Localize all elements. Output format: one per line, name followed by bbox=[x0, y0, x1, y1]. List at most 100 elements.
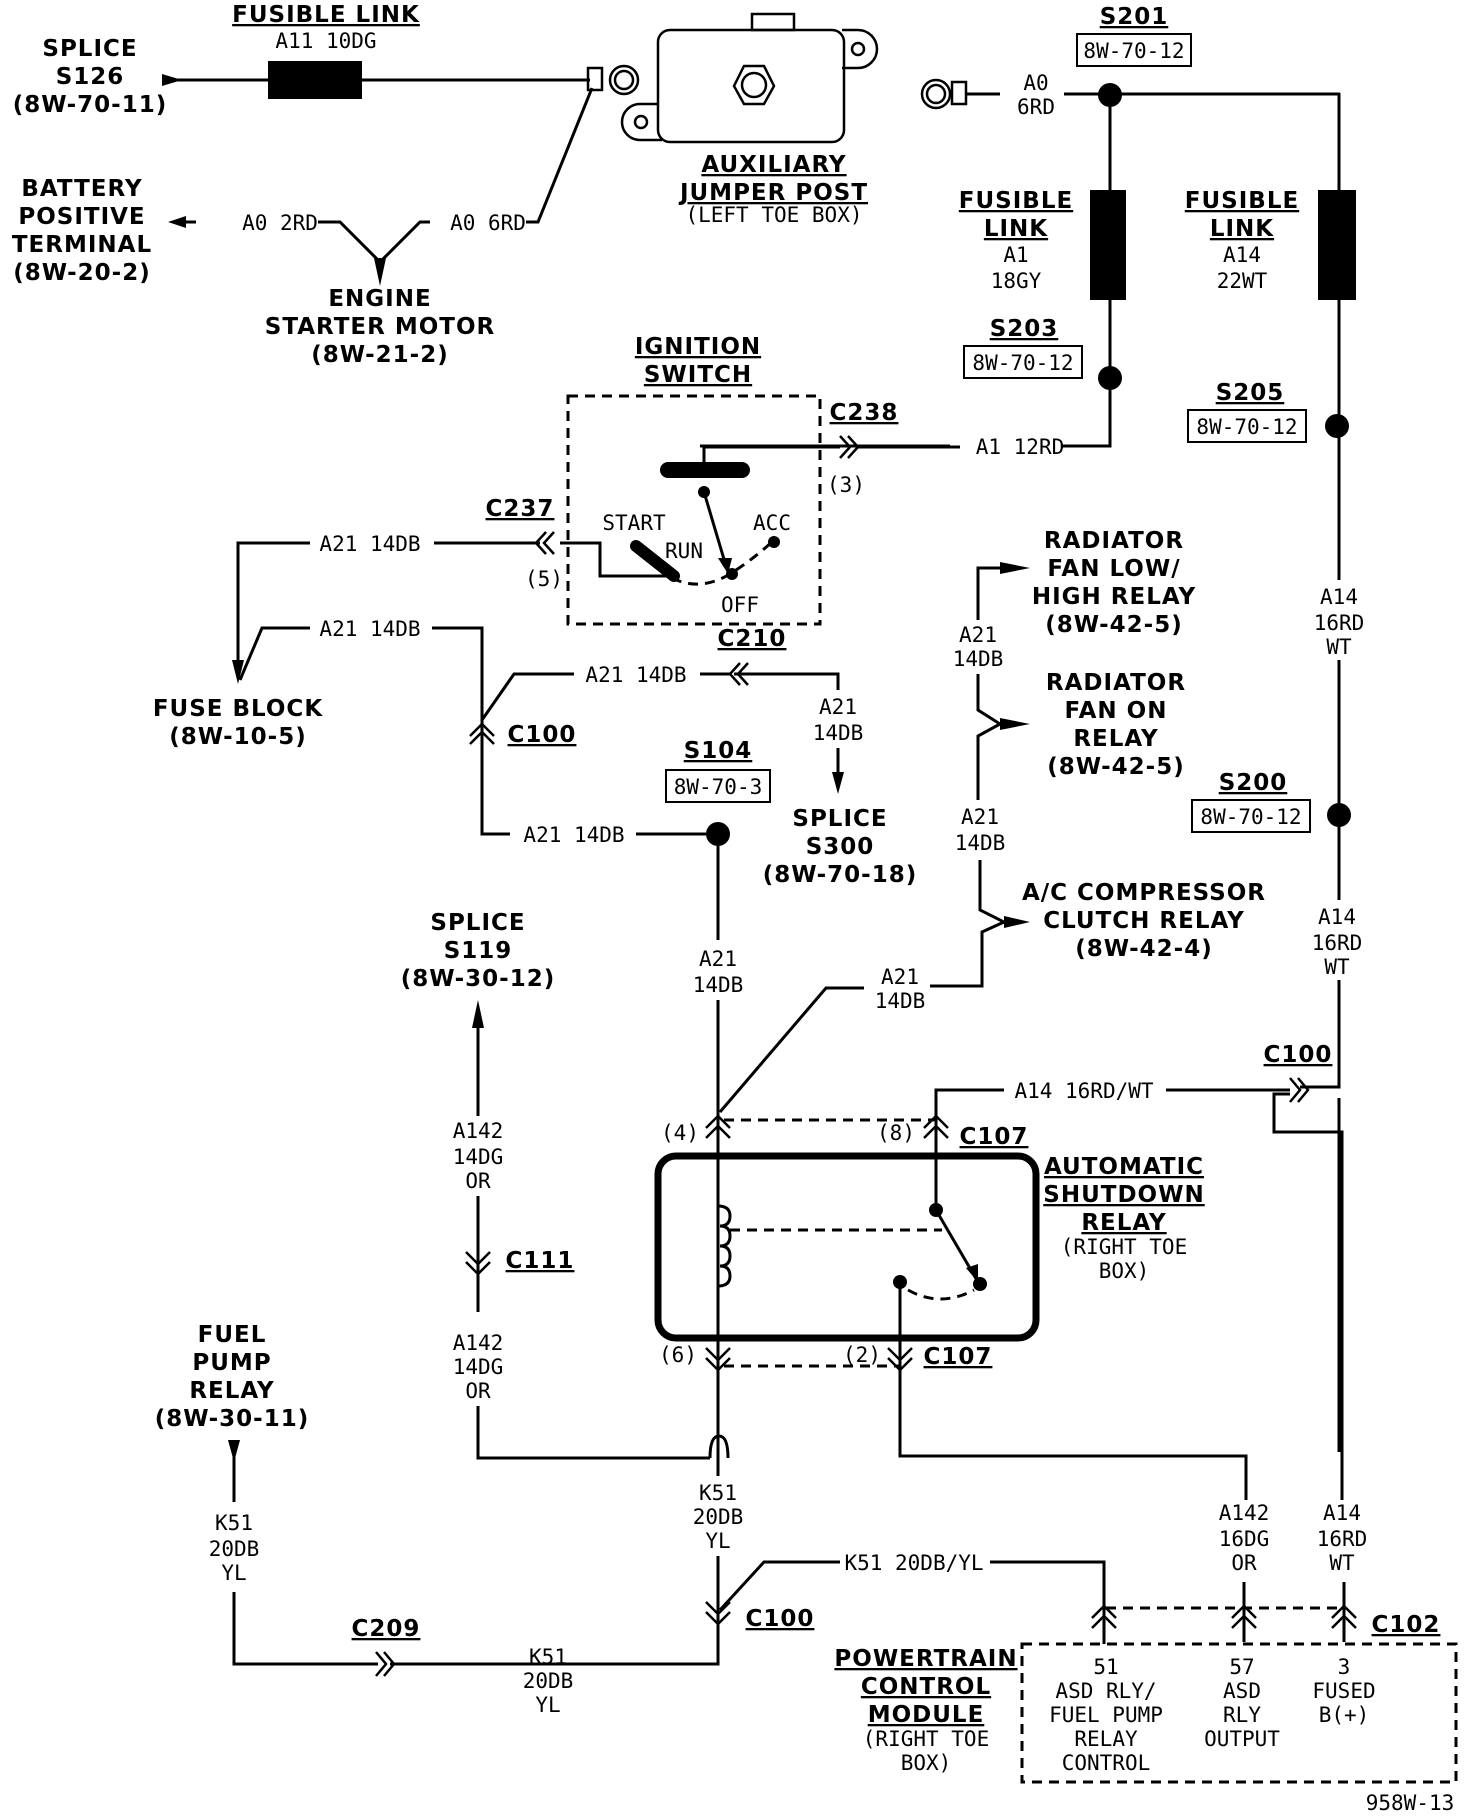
figure-id: 958W-13 bbox=[1366, 1791, 1455, 1815]
connector-c107-pin8-icon bbox=[923, 1114, 949, 1139]
wire-a21-fuse-2 bbox=[238, 626, 310, 681]
wire-label-a0-2rd: A0 2RD bbox=[242, 211, 318, 235]
svg-text:3: 3 bbox=[1338, 1655, 1351, 1679]
svg-text:JUMPER POST: JUMPER POST bbox=[678, 180, 868, 206]
svg-text:A21: A21 bbox=[699, 947, 737, 971]
svg-text:(8W-21-2): (8W-21-2) bbox=[311, 342, 448, 368]
connector-c102-pin57-icon bbox=[1231, 1604, 1257, 1629]
wire-label-a21-4: A21 14DB bbox=[523, 823, 624, 847]
svg-text:A/C COMPRESSOR: A/C COMPRESSOR bbox=[1022, 880, 1266, 906]
splice-s300-label: SPLICE S300 (8W-70-18) bbox=[763, 806, 916, 888]
wire-a21-ac-diag bbox=[718, 986, 864, 1113]
svg-text:14DB: 14DB bbox=[693, 973, 744, 997]
svg-text:YL: YL bbox=[535, 1693, 560, 1717]
wire-label-k51-1: K51 20DB YL bbox=[693, 1481, 744, 1553]
svg-text:OR: OR bbox=[1231, 1551, 1257, 1575]
ignition-acc-dot bbox=[768, 536, 780, 548]
arrow-icon bbox=[472, 1000, 484, 1028]
svg-text:A14: A14 bbox=[1320, 585, 1358, 609]
svg-text:SPLICE: SPLICE bbox=[42, 36, 137, 62]
arrow-icon bbox=[966, 1264, 978, 1282]
svg-text:16RD: 16RD bbox=[1314, 611, 1365, 635]
svg-text:TERMINAL: TERMINAL bbox=[12, 232, 152, 258]
wire-k51-fuel bbox=[232, 1592, 378, 1666]
svg-text:A14: A14 bbox=[1223, 243, 1261, 267]
svg-text:16RD: 16RD bbox=[1312, 931, 1363, 955]
wire-label-a1-12rd: A1 12RD bbox=[976, 435, 1065, 459]
svg-text:S300: S300 bbox=[806, 834, 875, 860]
fusible-link-a11-circuit: A11 10DG bbox=[275, 29, 376, 53]
svg-text:51: 51 bbox=[1093, 1655, 1118, 1679]
splice-s203-ref-box bbox=[963, 345, 1083, 379]
wire-label-a14-3: A14 16RD WT bbox=[1317, 1501, 1368, 1575]
wire-a21-rad-on bbox=[976, 674, 1003, 800]
svg-text:AUXILIARY: AUXILIARY bbox=[701, 152, 846, 178]
wire-a0-6rd-diag bbox=[526, 87, 594, 224]
wire-a142-bottom bbox=[476, 1406, 710, 1460]
svg-text:(8W-70-11): (8W-70-11) bbox=[13, 92, 167, 118]
pin-6: (6) bbox=[659, 1343, 697, 1367]
svg-text:PUMP: PUMP bbox=[192, 1350, 271, 1376]
svg-text:K51: K51 bbox=[699, 1481, 737, 1505]
auxiliary-jumper-post bbox=[620, 12, 879, 144]
svg-text:22WT: 22WT bbox=[1217, 269, 1268, 293]
svg-text:SPLICE: SPLICE bbox=[792, 806, 887, 832]
svg-text:14DG: 14DG bbox=[453, 1355, 504, 1379]
svg-text:16RD: 16RD bbox=[1317, 1527, 1368, 1551]
fusible-link-a11-title: FUSIBLE LINK bbox=[232, 2, 420, 28]
ignition-start-contact bbox=[630, 540, 680, 582]
svg-text:CONTROL: CONTROL bbox=[861, 1674, 991, 1700]
svg-text:MODULE: MODULE bbox=[868, 1702, 985, 1728]
pin-5: (5) bbox=[525, 567, 563, 591]
splice-s200-dot bbox=[1327, 803, 1351, 827]
splice-s203-ref: 8W-70-12 bbox=[972, 351, 1073, 375]
asd-relay-coil bbox=[717, 1204, 732, 1288]
wire-c210-s300 bbox=[734, 672, 840, 690]
svg-text:STARTER MOTOR: STARTER MOTOR bbox=[265, 314, 495, 340]
wire-label-a21-1: A21 14DB bbox=[319, 532, 420, 556]
svg-text:14DB: 14DB bbox=[953, 647, 1004, 671]
svg-text:A21: A21 bbox=[819, 695, 857, 719]
svg-text:16DG: 16DG bbox=[1219, 1527, 1270, 1551]
svg-text:BOX): BOX) bbox=[1099, 1259, 1150, 1283]
rad-fan-on-label: RADIATOR FAN ON RELAY (8W-42-5) bbox=[1046, 670, 1185, 780]
connector-c111-icon bbox=[465, 1251, 491, 1276]
svg-text:CLUTCH RELAY: CLUTCH RELAY bbox=[1043, 908, 1245, 934]
ignition-pos-off: OFF bbox=[721, 593, 759, 617]
wire-ign-c238 bbox=[702, 445, 840, 466]
fuel-pump-relay-label: FUEL PUMP RELAY (8W-30-11) bbox=[155, 1322, 308, 1432]
svg-text:SWITCH: SWITCH bbox=[644, 362, 752, 388]
connector-c107-pin6-icon bbox=[705, 1347, 731, 1372]
svg-text:20DB: 20DB bbox=[523, 1669, 574, 1693]
svg-text:A142: A142 bbox=[453, 1331, 504, 1355]
arrow-icon bbox=[374, 258, 386, 286]
connector-c102: C102 bbox=[1372, 1612, 1441, 1638]
ignition-contact-bar bbox=[660, 462, 750, 478]
svg-text:FAN ON: FAN ON bbox=[1065, 698, 1168, 724]
fusible-link-a11 bbox=[268, 61, 362, 99]
svg-text:RELAY: RELAY bbox=[1081, 1210, 1166, 1236]
wire-ign-c237 bbox=[560, 541, 676, 578]
splice-s201-ref: 8W-70-12 bbox=[1083, 39, 1184, 63]
connector-c111: C111 bbox=[506, 1248, 575, 1274]
splice-s104-id: S104 bbox=[684, 738, 753, 764]
wire-label-k51-3: K51 20DB YL bbox=[209, 1511, 260, 1585]
splice-s201-ref-box bbox=[1076, 33, 1192, 67]
splice-s200-ref-box bbox=[1191, 799, 1311, 833]
ac-clutch-relay-label: A/C COMPRESSOR CLUTCH RELAY (8W-42-4) bbox=[1022, 880, 1266, 962]
svg-text:AUTOMATIC: AUTOMATIC bbox=[1044, 1154, 1204, 1180]
wire-k51-pcm bbox=[718, 1560, 840, 1612]
svg-text:14DB: 14DB bbox=[955, 831, 1006, 855]
svg-text:IGNITION: IGNITION bbox=[635, 334, 761, 360]
svg-text:A21: A21 bbox=[959, 623, 997, 647]
ignition-pos-run: RUN bbox=[665, 539, 703, 563]
connector-c100-a: C100 bbox=[508, 722, 577, 748]
splice-s119-label: SPLICE S119 (8W-30-12) bbox=[401, 910, 554, 992]
svg-text:A21: A21 bbox=[961, 805, 999, 829]
wire-label-a21-s300: A21 14DB bbox=[813, 695, 864, 745]
svg-text:LINK: LINK bbox=[984, 216, 1048, 242]
splice-s104-ref-box bbox=[665, 769, 771, 803]
svg-text:LINK: LINK bbox=[1210, 216, 1274, 242]
splice-s203-id: S203 bbox=[990, 316, 1059, 342]
svg-text:FUSIBLE: FUSIBLE bbox=[1185, 188, 1299, 214]
